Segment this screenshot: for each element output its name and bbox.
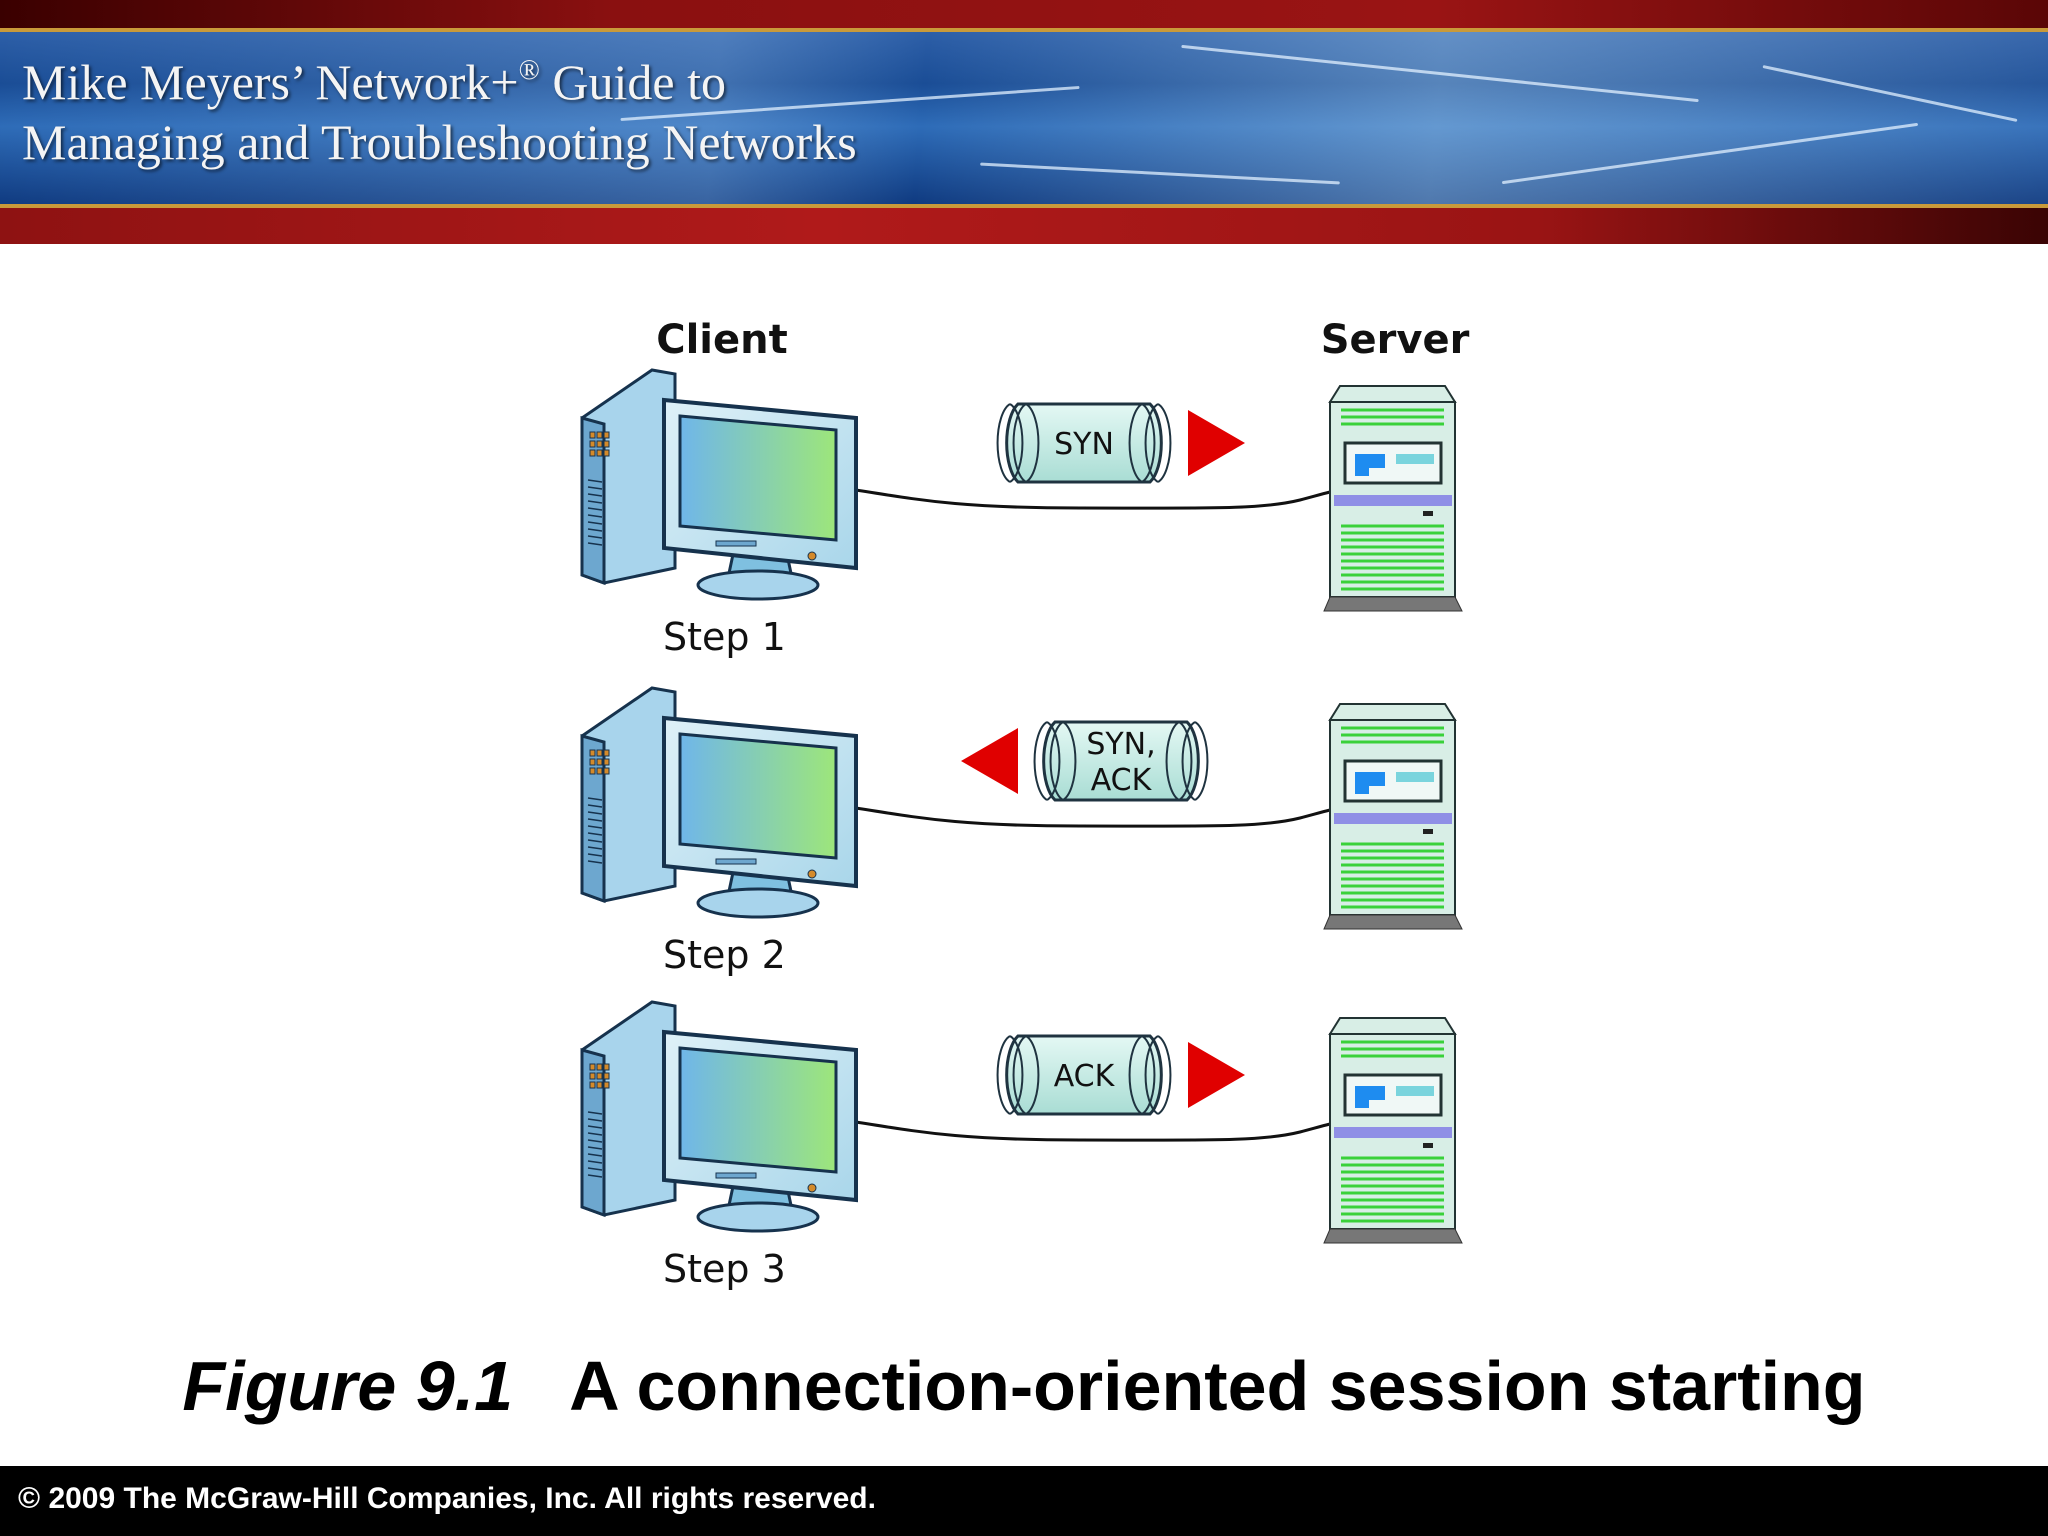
client-tower-side-2 [580,734,606,904]
footer-bar: © 2009 The McGraw-Hill Companies, Inc. A… [0,1466,2048,1536]
arrow-right-icon [1188,1042,1245,1108]
server-band-3 [1334,1127,1452,1138]
banner-bottom-stripe [0,208,2048,244]
network-cable-3 [855,1120,1331,1142]
network-cable-2 [855,806,1331,828]
step-label-2: Step 2 [663,933,786,977]
server-top-1 [1328,385,1457,403]
server-foot-3 [1323,1228,1463,1244]
handshake-step-2: SYN,ACK Step 2 [580,686,1463,977]
banner-top-stripe [0,0,2048,28]
client-tower-side-1 [580,416,606,586]
server-band-2 [1334,813,1452,824]
step-label-3: Step 3 [663,1247,786,1291]
packet-body-1 [1005,402,1163,484]
client-tower-side-3 [580,1048,606,1218]
client-screen-3 [678,1046,838,1174]
client-column-label: Client [656,317,788,363]
banner-title: Mike Meyers’ Network+® Guide to Managing… [22,52,857,172]
figure-number: Figure 9.1 [182,1347,514,1425]
client-base-2 [696,887,820,919]
arrow-left-icon [961,728,1018,794]
banner-gold-line-top [0,28,2048,32]
copyright-notice: © 2009 The McGraw-Hill Companies, Inc. A… [18,1482,876,1515]
registered-mark: ® [518,55,540,86]
banner-gold-line-bottom [0,204,2048,208]
server-band-1 [1334,495,1452,506]
packet-label: ACK [1054,1059,1116,1094]
server-foot-2 [1323,914,1463,930]
server-column-label: Server [1321,317,1470,363]
packet-body-2 [1042,720,1200,802]
packet-label: ACK [1091,763,1153,798]
network-cable-1 [855,488,1331,510]
server-top-3 [1328,1017,1457,1035]
packet-label: SYN [1054,427,1114,462]
handshake-step-1: SYN Step 1 [580,368,1463,659]
banner-title-part: Mike Meyers’ Network+ [22,54,519,110]
client-base-3 [696,1201,820,1233]
header-banner: Mike Meyers’ Network+® Guide to Managing… [0,0,2048,244]
banner-title-line2: Managing and Troubleshooting Networks [22,114,857,170]
client-screen-2 [678,732,838,860]
client-screen-1 [678,414,838,542]
figure-caption-text: A connection-oriented session starting [569,1347,1866,1425]
figure-caption: Figure 9.1 A connection-oriented session … [0,1346,2048,1426]
banner-title-part: Guide to [539,54,726,110]
packet-label: SYN, [1086,727,1155,762]
arrow-right-icon [1188,410,1245,476]
banner-network-background [0,32,2048,204]
packet-body-3 [1005,1034,1163,1116]
server-foot-1 [1323,596,1463,612]
server-top-2 [1328,703,1457,721]
handshake-step-3: ACK Step 3 [580,1000,1463,1291]
step-label-1: Step 1 [663,615,786,659]
client-base-1 [696,569,820,601]
